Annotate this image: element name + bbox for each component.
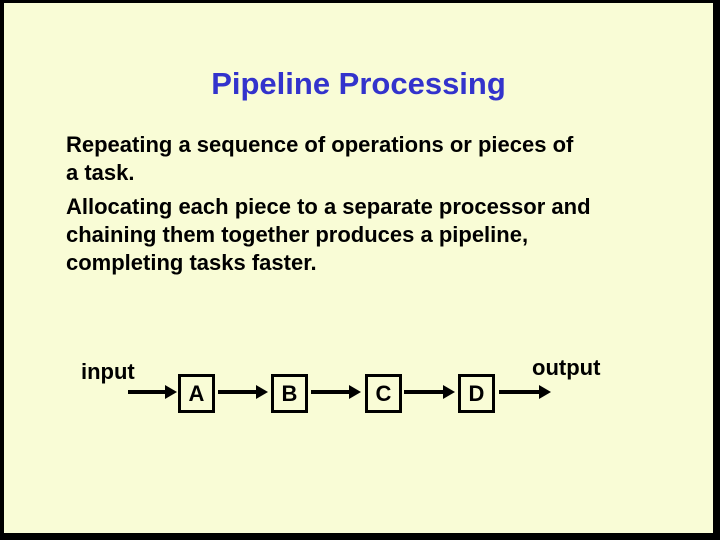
body-line: Allocating each piece to a separate proc… [66,194,591,219]
body-line: completing tasks faster. [66,250,317,275]
stage-box-c: C [365,374,402,413]
body-paragraph-2: Allocating each piece to a separate proc… [66,193,676,277]
body-line: chaining them together produces a pipeli… [66,222,529,247]
flow-arrow-icon [499,385,551,399]
body-line: Repeating a sequence of operations or pi… [66,132,574,157]
stage-box-a: A [178,374,215,413]
stage-box-b: B [271,374,308,413]
body-line: a task. [66,160,135,185]
body-paragraph-1: Repeating a sequence of operations or pi… [66,131,676,187]
slide-title: Pipeline Processing [211,66,506,101]
flow-arrow-icon [218,385,268,399]
stage-box-d: D [458,374,495,413]
output-label: output [532,355,601,380]
flow-arrow-icon [311,385,361,399]
flow-arrow-icon [404,385,455,399]
flow-arrow-icon [128,385,177,399]
input-label: input [81,359,135,384]
presentation-slide: Pipeline Processing Repeating a sequence… [4,3,713,533]
